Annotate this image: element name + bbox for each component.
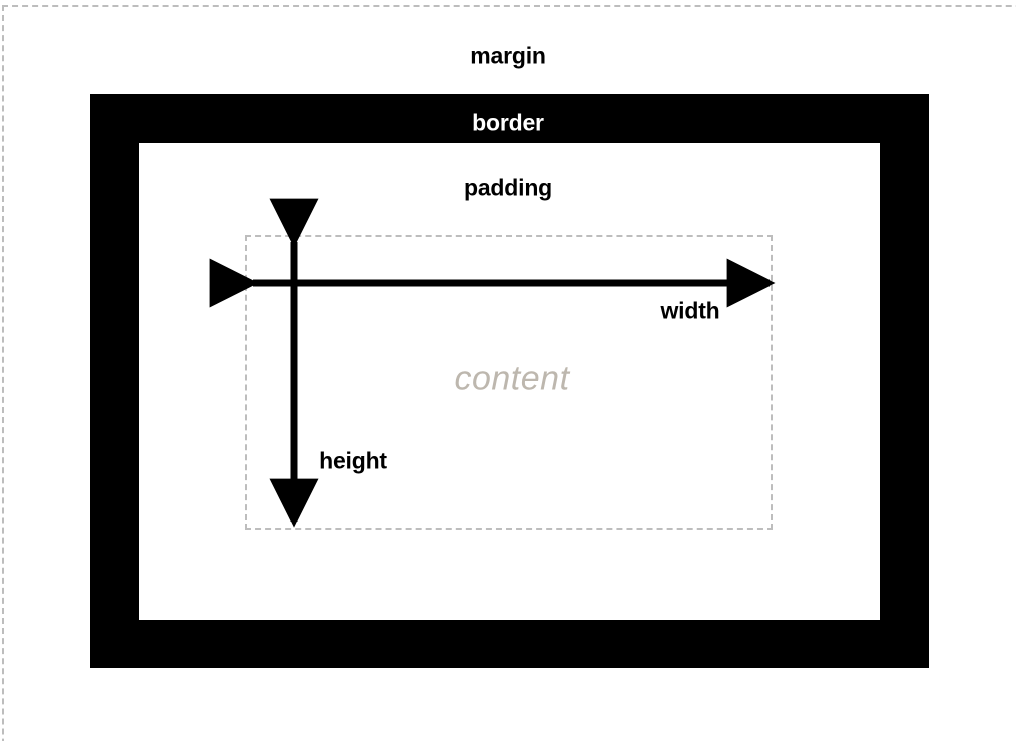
content-label: content [454,359,570,398]
width-label: width [660,297,720,324]
border-label: border [472,109,544,136]
content-region [245,235,773,530]
padding-region [139,143,880,620]
padding-label: padding [463,174,553,201]
height-label: height [319,447,387,474]
margin-region [2,5,1016,741]
margin-label: margin [470,42,546,69]
